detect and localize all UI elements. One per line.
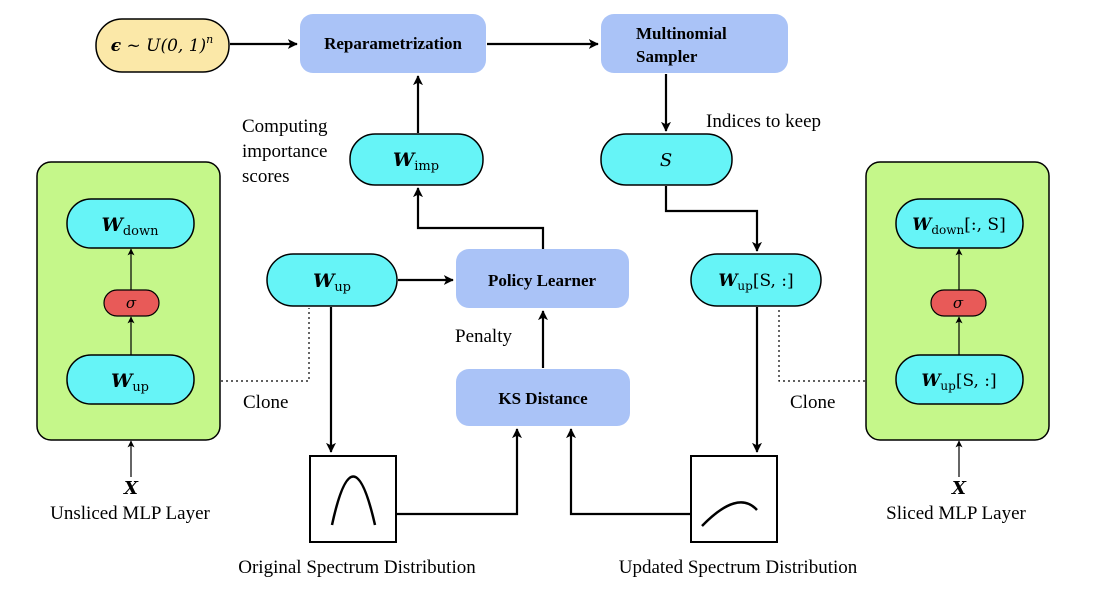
- s-node: [600, 133, 733, 186]
- computing-label-1: Computing: [242, 116, 328, 137]
- right-input-x: X: [951, 478, 967, 499]
- clone-right-connector: [778, 308, 865, 382]
- w-imp-node: [349, 133, 484, 186]
- unsliced-caption: Unsliced MLP Layer: [50, 503, 210, 524]
- reparametrization-label: Reparametrization: [324, 34, 462, 53]
- reparametrization-node: [300, 14, 486, 73]
- upd-spectrum-curve: [701, 501, 758, 527]
- w-up-s-node: [690, 253, 822, 307]
- ks-distance-label: KS Distance: [498, 389, 588, 408]
- clone-left-label: Clone: [243, 392, 288, 413]
- w-up-s-label: Wup[S, :]: [718, 271, 793, 293]
- noise-label: ϵ ~ U(0, 1)n: [111, 33, 214, 56]
- policy-to-wimp-arrow: [413, 187, 545, 249]
- orig-spectrum-caption: Original Spectrum Distribution: [238, 557, 476, 578]
- computing-label-2: importance: [242, 141, 327, 162]
- right-w-down-node: [895, 198, 1024, 249]
- policy-learner-node: [456, 249, 629, 308]
- clone-left-connector: [221, 308, 310, 382]
- computing-label-3: scores: [242, 166, 289, 187]
- s-to-wups-arrow: [664, 186, 762, 252]
- left-input-x: X: [123, 478, 139, 499]
- left-w-up-label: Wup: [111, 370, 149, 395]
- unsliced-mlp-panel: Wdown σ Wup: [36, 161, 221, 441]
- penalty-label: Penalty: [455, 326, 512, 347]
- sampler-label-line1: Multinomial: [636, 24, 727, 43]
- noise-node: [95, 18, 230, 73]
- right-w-down-label: Wdown[:, S]: [912, 215, 1005, 237]
- indices-label: Indices to keep: [706, 111, 821, 132]
- sampler-label-line2: Sampler: [636, 47, 698, 66]
- ks-distance-node: [456, 369, 630, 426]
- sliced-caption: Sliced MLP Layer: [886, 503, 1026, 524]
- left-w-down-node: [66, 198, 195, 249]
- w-up-label: Wup: [313, 270, 351, 295]
- w-up-node: [266, 253, 398, 307]
- upd-spectrum-caption: Updated Spectrum Distribution: [619, 557, 858, 578]
- s-label: S: [660, 150, 672, 171]
- upd-spectrum-box: [690, 455, 778, 543]
- left-sigma-label: σ: [126, 294, 137, 312]
- orig-spectrum-to-ks-arrow: [396, 428, 522, 516]
- clone-right-label: Clone: [790, 392, 835, 413]
- orig-spectrum-curve: [330, 475, 377, 526]
- right-w-up-label: Wup[S, :]: [921, 371, 996, 393]
- sliced-mlp-panel: Wdown[:, S] σ Wup[S, :]: [865, 161, 1050, 441]
- multinomial-sampler-node: [601, 14, 788, 73]
- w-imp-label: Wimp: [393, 149, 439, 174]
- right-sigma-label: σ: [953, 294, 964, 312]
- orig-spectrum-box: [309, 455, 397, 543]
- policy-learner-label: Policy Learner: [488, 271, 597, 290]
- left-w-down-label: Wdown: [102, 214, 160, 239]
- upd-spectrum-to-ks-arrow: [566, 428, 691, 516]
